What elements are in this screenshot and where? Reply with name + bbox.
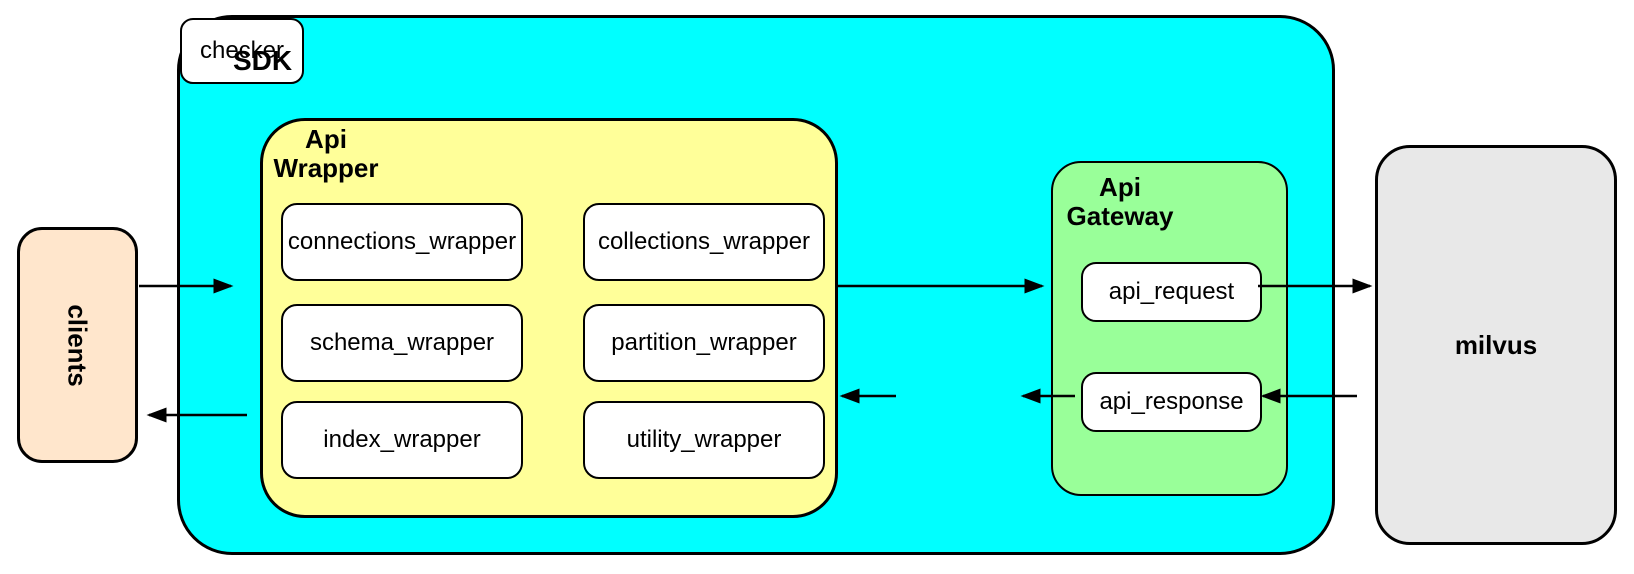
node-api-request: api_request <box>1081 262 1262 322</box>
index-wrapper-label: index_wrapper <box>323 426 481 453</box>
api-gateway-label: Api Gateway <box>1060 173 1180 231</box>
node-clients: clients <box>17 227 138 463</box>
api-gateway-label-line2: Gateway <box>1066 201 1174 231</box>
utility-wrapper-label: utility_wrapper <box>626 426 782 453</box>
node-api-response: api_response <box>1081 372 1262 432</box>
node-api-wrapper: Api Wrapper connections_wrapper collecti… <box>260 118 838 518</box>
node-milvus: milvus <box>1375 145 1617 545</box>
connections-wrapper-label: connections_wrapper <box>287 228 517 255</box>
api-wrapper-label-line1: Api <box>305 124 347 154</box>
node-checker: checker <box>180 18 304 84</box>
clients-label: clients <box>63 303 93 387</box>
node-sdk: SDK Api Wrapper connections_wrapper coll… <box>177 15 1335 555</box>
checker-label: checker <box>199 37 285 64</box>
node-connections-wrapper: connections_wrapper <box>281 203 523 281</box>
sdk-label: SDK <box>233 45 293 76</box>
api-wrapper-label: Api Wrapper <box>271 125 381 183</box>
milvus-label: milvus <box>1454 329 1538 360</box>
node-utility-wrapper: utility_wrapper <box>583 401 825 479</box>
node-api-gateway: Api Gateway api_request api_response <box>1051 161 1288 496</box>
api-wrapper-label-line2: Wrapper <box>273 153 379 183</box>
collections-wrapper-label: collections_wrapper <box>597 228 811 255</box>
node-partition-wrapper: partition_wrapper <box>583 304 825 382</box>
schema-wrapper-label: schema_wrapper <box>309 329 495 356</box>
node-schema-wrapper: schema_wrapper <box>281 304 523 382</box>
node-collections-wrapper: collections_wrapper <box>583 203 825 281</box>
partition-wrapper-label: partition_wrapper <box>611 329 797 356</box>
api-response-label: api_response <box>1099 388 1244 415</box>
api-gateway-label-line1: Api <box>1099 172 1141 202</box>
api-request-label: api_request <box>1108 278 1235 305</box>
node-index-wrapper: index_wrapper <box>281 401 523 479</box>
